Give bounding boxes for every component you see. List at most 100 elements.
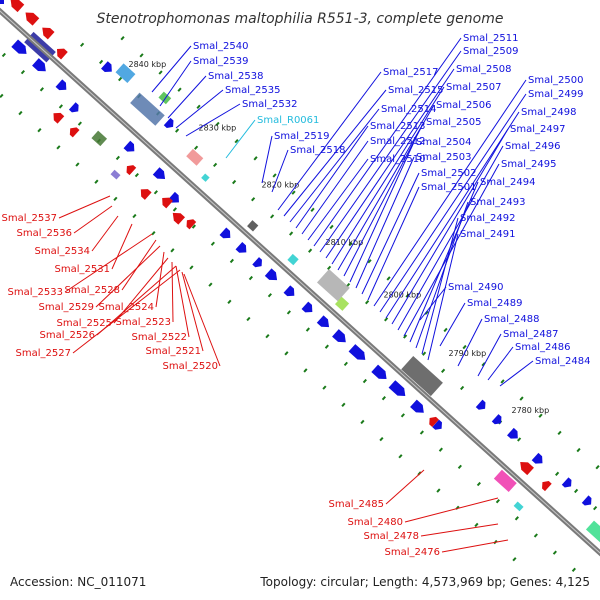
forward-gene-arrow[interactable] — [301, 301, 316, 316]
gene-label[interactable]: Smal_2519 — [274, 131, 329, 142]
gene-label[interactable]: Smal_2534 — [35, 246, 90, 257]
gene-label[interactable]: Smal_2495 — [501, 159, 556, 170]
gene-label[interactable]: Smal_2501 — [421, 182, 476, 193]
gene-label[interactable]: Smal_2518 — [290, 145, 345, 156]
gene-label[interactable]: Smal_2512 — [370, 136, 425, 147]
gene-label[interactable]: Smal_2507 — [446, 82, 501, 93]
reverse-gene-arrow[interactable] — [67, 125, 80, 138]
gene-label[interactable]: Smal_2514 — [381, 104, 436, 115]
reverse-gene-arrow[interactable] — [50, 110, 65, 124]
forward-gene-arrow[interactable] — [55, 79, 70, 93]
gene-label[interactable]: Smal_2500 — [528, 75, 583, 86]
gene-label[interactable]: Smal_2476 — [385, 547, 440, 558]
gene-label[interactable]: Smal_2488 — [484, 314, 539, 325]
gene-label[interactable]: Smal_2536 — [17, 228, 72, 239]
reverse-gene-arrow[interactable] — [39, 24, 55, 40]
forward-gene-arrow[interactable] — [163, 117, 177, 131]
gene-label[interactable]: Smal_2527 — [16, 348, 71, 359]
gene-label[interactable]: Smal_2508 — [456, 64, 511, 75]
gene-label[interactable]: Smal_2520 — [163, 361, 218, 372]
forward-gene-arrow[interactable] — [561, 477, 575, 490]
gene-label[interactable]: Smal_2480 — [348, 517, 403, 528]
gene-label[interactable]: Smal_2487 — [503, 329, 558, 340]
forward-gene-arrow[interactable] — [68, 102, 82, 115]
forward-gene-arrow[interactable] — [332, 329, 349, 346]
reverse-gene-arrow[interactable] — [137, 186, 152, 200]
forward-gene-arrow[interactable] — [32, 58, 49, 75]
gene-label[interactable]: Smal_2505 — [426, 117, 481, 128]
gene-label[interactable]: Smal_2538 — [208, 71, 263, 82]
gene-label[interactable]: Smal_2504 — [416, 137, 471, 148]
gene-label[interactable]: Smal_2539 — [193, 56, 248, 67]
gene-label[interactable]: Smal_2522 — [132, 332, 187, 343]
gene-label[interactable]: Smal_2498 — [521, 107, 576, 118]
gene-label[interactable]: Smal_2503 — [416, 152, 471, 163]
gene-label[interactable]: Smal_R0061 — [257, 115, 319, 126]
forward-gene-arrow[interactable] — [491, 414, 505, 427]
gene-label[interactable]: Smal_2523 — [116, 317, 171, 328]
forward-gene-arrow[interactable] — [283, 285, 298, 299]
gene-label[interactable]: Smal_2515 — [388, 85, 443, 96]
reverse-gene-arrow[interactable] — [169, 209, 186, 225]
gene-label[interactable]: Smal_2497 — [510, 124, 565, 135]
forward-gene-arrow[interactable] — [264, 268, 281, 283]
gene-label[interactable]: Smal_2521 — [146, 346, 201, 357]
reverse-gene-arrow[interactable] — [539, 478, 552, 492]
gene-label[interactable]: Smal_2502 — [421, 168, 476, 179]
gene-label[interactable]: Smal_2525 — [57, 318, 112, 329]
gene-label[interactable]: Smal_2510 — [370, 154, 425, 165]
reverse-gene-arrow[interactable] — [159, 194, 173, 209]
forward-gene-arrow[interactable] — [252, 257, 265, 270]
forward-gene-arrow[interactable] — [475, 399, 489, 413]
gene-label[interactable]: Smal_2535 — [225, 85, 280, 96]
reverse-gene-arrow[interactable] — [7, 0, 25, 13]
gene-label[interactable]: Smal_2490 — [448, 282, 503, 293]
forward-gene-arrow[interactable] — [123, 140, 138, 155]
gene-label[interactable]: Smal_2528 — [65, 285, 120, 296]
reverse-gene-arrow[interactable] — [426, 414, 439, 428]
gene-label[interactable]: Smal_2526 — [40, 330, 95, 341]
gene-label[interactable]: Smal_2484 — [535, 356, 590, 367]
forward-gene-arrow[interactable] — [432, 419, 445, 433]
gene-label[interactable]: Smal_2511 — [463, 33, 518, 44]
gene-label[interactable]: Smal_2486 — [515, 342, 570, 353]
gene-label[interactable]: Smal_2531 — [55, 264, 110, 275]
gene-label[interactable]: Smal_2533 — [8, 287, 63, 298]
forward-gene-arrow[interactable] — [235, 241, 250, 256]
gene-label[interactable]: Smal_2492 — [460, 213, 515, 224]
reverse-gene-arrow[interactable] — [54, 45, 68, 60]
forward-gene-arrow[interactable] — [581, 495, 595, 508]
forward-gene-arrow[interactable] — [388, 380, 409, 399]
forward-gene-arrow[interactable] — [507, 427, 521, 442]
gene-label[interactable]: Smal_2529 — [39, 302, 94, 313]
gene-label[interactable]: Smal_2478 — [364, 531, 419, 542]
forward-gene-arrow[interactable] — [152, 167, 169, 182]
gene-label[interactable]: Smal_2494 — [480, 177, 535, 188]
gene-label[interactable]: Smal_2499 — [528, 89, 583, 100]
forward-gene-arrow[interactable] — [348, 344, 369, 363]
gene-label[interactable]: Smal_2489 — [467, 298, 522, 309]
gene-label[interactable]: Smal_2537 — [2, 213, 57, 224]
gene-label[interactable]: Smal_2496 — [505, 141, 560, 152]
gene-label[interactable]: Smal_2532 — [242, 99, 297, 110]
gene-label[interactable]: Smal_2540 — [193, 41, 248, 52]
gene-label[interactable]: Smal_2513 — [370, 121, 425, 132]
reverse-gene-arrow[interactable] — [124, 162, 137, 176]
gene-label[interactable]: Smal_2517 — [383, 67, 438, 78]
forward-gene-arrow[interactable] — [410, 399, 427, 417]
reverse-gene-arrow[interactable] — [517, 458, 534, 476]
forward-gene-arrow[interactable] — [531, 452, 546, 467]
gene-label[interactable]: Smal_2491 — [460, 229, 515, 240]
reverse-gene-arrow[interactable] — [22, 9, 40, 26]
forward-gene-arrow[interactable] — [316, 315, 333, 330]
gene-label[interactable]: Smal_2493 — [470, 197, 525, 208]
gene-label[interactable]: Smal_2506 — [436, 100, 491, 111]
gene-label[interactable]: Smal_2524 — [99, 302, 154, 313]
gene-label[interactable]: Smal_2485 — [329, 499, 384, 510]
gene-label[interactable]: Smal_2509 — [463, 46, 518, 57]
forward-gene-arrow[interactable] — [11, 39, 30, 57]
reverse-gene-arrow[interactable] — [184, 217, 197, 230]
forward-gene-arrow[interactable] — [219, 227, 234, 242]
forward-gene-arrow[interactable] — [371, 364, 390, 383]
forward-gene-arrow[interactable] — [101, 61, 115, 75]
